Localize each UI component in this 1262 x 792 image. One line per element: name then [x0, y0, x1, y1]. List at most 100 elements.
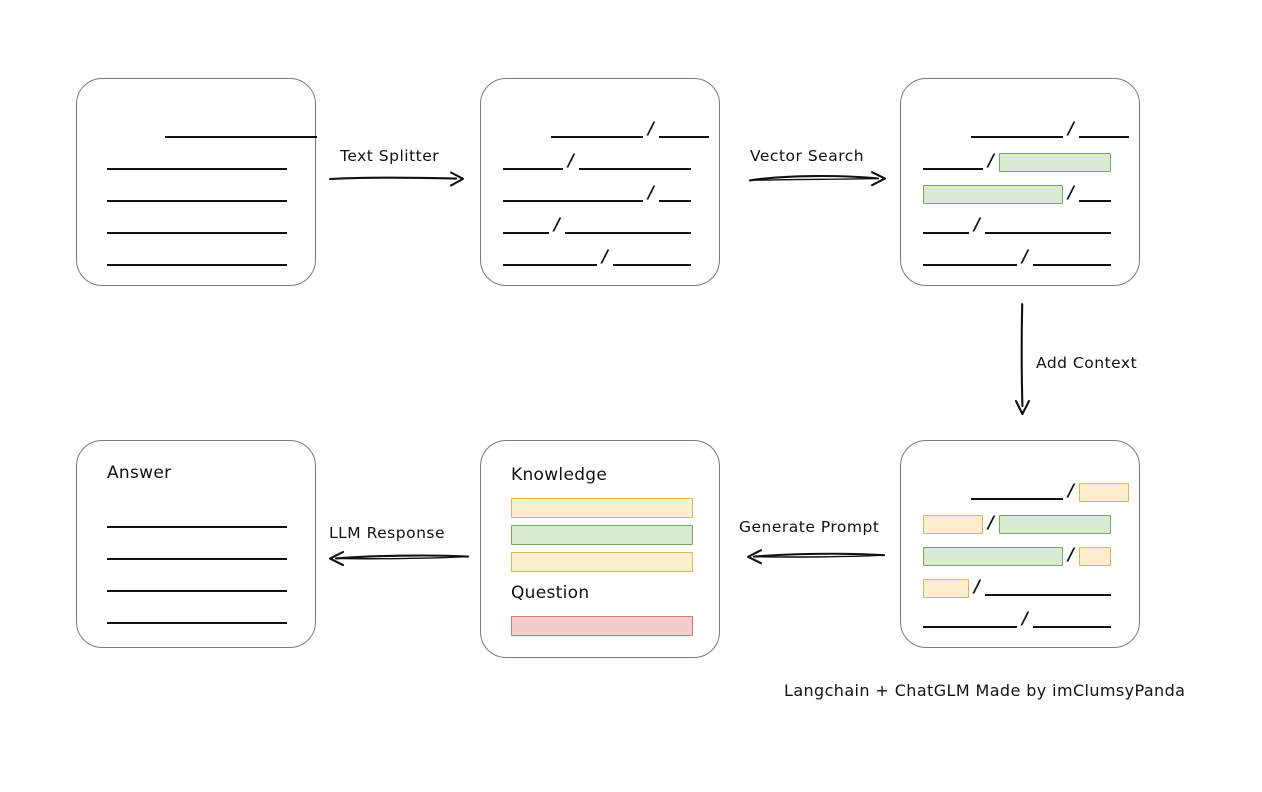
slash-separator: /	[974, 576, 981, 597]
text-line	[923, 168, 983, 170]
text-line	[985, 232, 1112, 234]
slash-separator: /	[648, 118, 655, 139]
card-prompt[interactable]: Knowledge Question	[480, 440, 720, 658]
slash-separator: /	[988, 512, 995, 533]
slash-separator: /	[1068, 544, 1075, 565]
text-line	[659, 136, 710, 138]
text-line	[613, 264, 692, 266]
text-line	[107, 558, 287, 560]
arrow-label-add-context: Add Context	[1036, 354, 1138, 372]
text-line	[107, 168, 287, 170]
arrow-label-text-splitter: Text Splitter	[340, 147, 440, 165]
text-line	[1033, 264, 1112, 266]
text-row	[165, 119, 317, 141]
slash-separator: /	[1068, 480, 1075, 501]
text-row: /	[971, 118, 1130, 141]
text-row: /	[923, 512, 1112, 535]
prompt-bar-green	[511, 525, 693, 545]
slash-separator: /	[648, 182, 655, 203]
text-row: /	[503, 214, 692, 237]
slash-separator: /	[1068, 118, 1075, 139]
text-line	[1033, 626, 1112, 628]
arrow-vector-search	[748, 171, 887, 187]
knowledge-label: Knowledge	[511, 465, 608, 485]
text-row: /	[503, 247, 692, 269]
card-source-document[interactable]	[76, 78, 317, 286]
prompt-bar-row	[511, 524, 693, 546]
question-bars	[481, 441, 719, 657]
text-line	[971, 136, 1063, 138]
text-row	[107, 605, 287, 627]
highlight-chip-green	[923, 546, 1063, 566]
text-line	[923, 232, 969, 234]
highlight-chip-green	[999, 514, 1112, 534]
prompt-bar-row	[511, 551, 693, 573]
arrow-label-llm-response: LLM Response	[329, 524, 446, 542]
text-row: /	[923, 215, 1112, 237]
text-row: /	[503, 182, 692, 205]
text-line	[165, 136, 317, 138]
text-line	[107, 232, 287, 234]
text-row: /	[923, 150, 1112, 173]
text-row	[107, 541, 287, 563]
prompt-bar-red	[511, 616, 693, 636]
question-label: Question	[511, 583, 590, 603]
text-line	[923, 626, 1017, 628]
text-line	[503, 232, 549, 234]
text-line	[551, 136, 643, 138]
arrow-add-context	[1014, 302, 1031, 416]
answer-rows	[77, 441, 315, 647]
arrow-label-generate-prompt: Generate Prompt	[739, 518, 880, 536]
context-chunks-rows: / / / / /	[901, 441, 1139, 647]
text-row	[107, 215, 287, 237]
slash-separator: /	[1022, 608, 1029, 629]
text-line	[579, 168, 692, 170]
arrow-generate-prompt	[746, 549, 886, 565]
text-row: /	[923, 247, 1112, 269]
text-row	[107, 573, 287, 595]
answer-title: Answer	[107, 463, 172, 483]
text-line	[985, 594, 1112, 596]
text-row: /	[551, 118, 710, 141]
text-line	[107, 200, 287, 202]
text-line	[1079, 200, 1112, 202]
arrow-label-vector-search: Vector Search	[750, 147, 865, 165]
card-context-chunks[interactable]: / / / / /	[900, 440, 1140, 648]
text-line	[565, 232, 692, 234]
text-line	[659, 200, 692, 202]
knowledge-bars	[481, 441, 719, 657]
arrow-text-splitter	[328, 171, 465, 187]
slash-separator: /	[988, 150, 995, 171]
text-row	[107, 183, 287, 205]
split-chunks-rows: / / / / /	[481, 79, 719, 285]
text-line	[503, 200, 643, 202]
arrow-llm-response	[328, 550, 470, 567]
text-row: /	[503, 151, 692, 173]
slash-separator: /	[1068, 182, 1075, 203]
matched-chunks-rows: / / / / /	[901, 79, 1139, 285]
card-split-chunks[interactable]: / / / / /	[480, 78, 720, 286]
prompt-bar-row	[511, 497, 693, 519]
card-matched-chunks[interactable]: / / / / /	[900, 78, 1140, 286]
text-line	[107, 590, 287, 592]
slash-separator: /	[554, 214, 561, 235]
text-line	[107, 264, 287, 266]
text-row: /	[923, 544, 1112, 567]
text-row: /	[923, 608, 1112, 631]
text-row: /	[971, 480, 1130, 503]
text-row: /	[923, 576, 1112, 599]
highlight-chip-yellow	[923, 578, 969, 598]
prompt-bar-yellow	[511, 552, 693, 572]
text-line	[971, 498, 1063, 500]
source-document-rows	[77, 79, 317, 285]
highlight-chip-yellow	[1079, 546, 1112, 566]
text-line	[1079, 136, 1130, 138]
card-answer[interactable]: Answer	[76, 440, 316, 648]
text-line	[503, 264, 597, 266]
highlight-chip-green	[923, 184, 1063, 204]
text-line	[107, 526, 287, 528]
prompt-bar-row	[511, 615, 693, 637]
highlight-chip-yellow	[1079, 482, 1130, 502]
highlight-chip-yellow	[923, 514, 983, 534]
